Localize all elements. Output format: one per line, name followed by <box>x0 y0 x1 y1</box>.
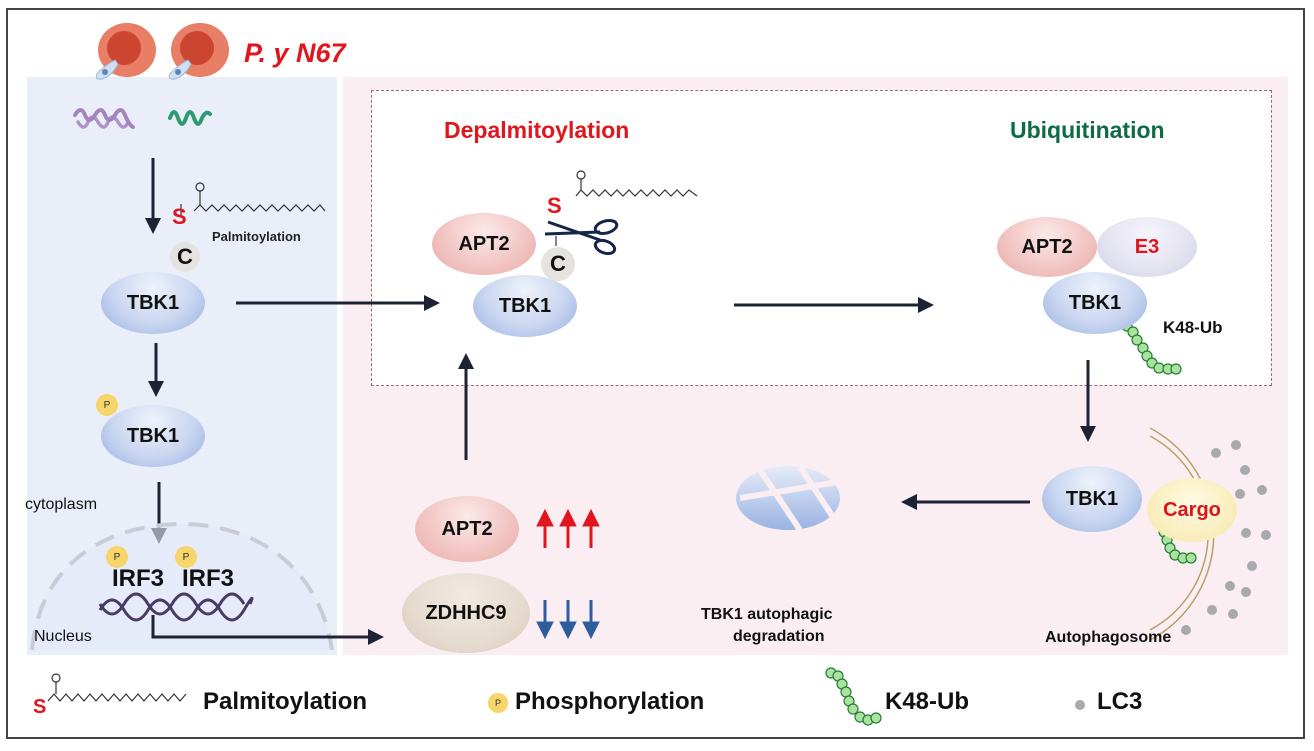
apt2-node[interactable]: APT2 <box>432 213 536 275</box>
irf3-node[interactable]: IRF3 <box>112 565 165 592</box>
irf3-node[interactable]: IRF3 <box>182 565 235 592</box>
tbk1-node[interactable]: TBK1 <box>101 272 205 334</box>
arrow-right <box>151 615 384 645</box>
depalmitoylation-title: Depalmitoylation <box>444 117 630 143</box>
legend-palmitoyl-icon <box>47 673 187 702</box>
apt2-node[interactable]: APT2 <box>415 496 519 562</box>
k48-ub-label: K48-Ub <box>1163 318 1223 337</box>
phospho-badge: P <box>96 394 118 416</box>
legend-phospho-badge: P <box>488 693 508 713</box>
palmitoylation-label: Palmitoylation <box>212 229 301 244</box>
legend-lc3-dot-icon <box>1075 700 1085 710</box>
palmitoyl-chain-icon <box>555 170 698 246</box>
degradation-label-line1: TBK1 autophagic <box>701 606 833 623</box>
cargo-node[interactable]: Cargo <box>1147 478 1237 542</box>
k48-ub-chain-icon <box>1121 320 1182 375</box>
s-atom: S <box>172 204 187 229</box>
phospho-badge: P <box>106 546 128 568</box>
cysteine-badge: C <box>170 242 200 272</box>
ubiquitination-title: Ubiquitination <box>1010 117 1165 143</box>
dna-helix-icon <box>76 115 130 129</box>
legend-phosphorylation: Phosphorylation <box>515 688 705 715</box>
downregulation-arrows-icon <box>536 600 600 640</box>
dna-helix-icon <box>73 108 135 129</box>
infected-rbc-icon <box>95 23 156 80</box>
zdhhc9-node[interactable]: ZDHHC9 <box>402 573 530 653</box>
degradation-label-line2: degradation <box>733 628 825 645</box>
e3-ligase-node[interactable]: E3 <box>1097 217 1197 277</box>
tbk1-node[interactable]: TBK1 <box>1043 272 1147 334</box>
cysteine-badge: C <box>541 247 575 281</box>
scissors-icon <box>544 219 619 256</box>
autophagosome-label: Autophagosome <box>1045 629 1172 646</box>
infected-rbc-icon <box>168 23 229 80</box>
legend-k48-chain-icon <box>825 667 882 726</box>
apt2-node[interactable]: APT2 <box>997 217 1097 277</box>
upregulation-arrows-icon <box>536 508 600 548</box>
rna-strand-icon <box>168 110 212 126</box>
s-atom: S <box>547 193 562 218</box>
cytoplasm-label: cytoplasm <box>25 496 98 513</box>
tbk1-phospho-node[interactable]: TBK1 <box>101 405 205 467</box>
palmitoyl-chain-icon <box>180 182 326 216</box>
lc3-dots <box>1181 440 1271 635</box>
legend-palmitoylation: Palmitoylation <box>203 688 368 715</box>
legend-k48-ub: K48-Ub <box>885 688 970 715</box>
pathogen-title: P. y N67 <box>244 38 346 68</box>
legend-s-atom: S <box>33 696 47 718</box>
dna-double-helix-icon <box>98 592 254 622</box>
tbk1-node[interactable]: TBK1 <box>1042 466 1142 532</box>
nucleus-label: Nucleus <box>34 628 92 645</box>
degraded-tbk1-icon <box>736 465 840 532</box>
tbk1-node[interactable]: TBK1 <box>473 275 577 337</box>
legend-lc3: LC3 <box>1097 688 1143 715</box>
phospho-badge: P <box>175 546 197 568</box>
